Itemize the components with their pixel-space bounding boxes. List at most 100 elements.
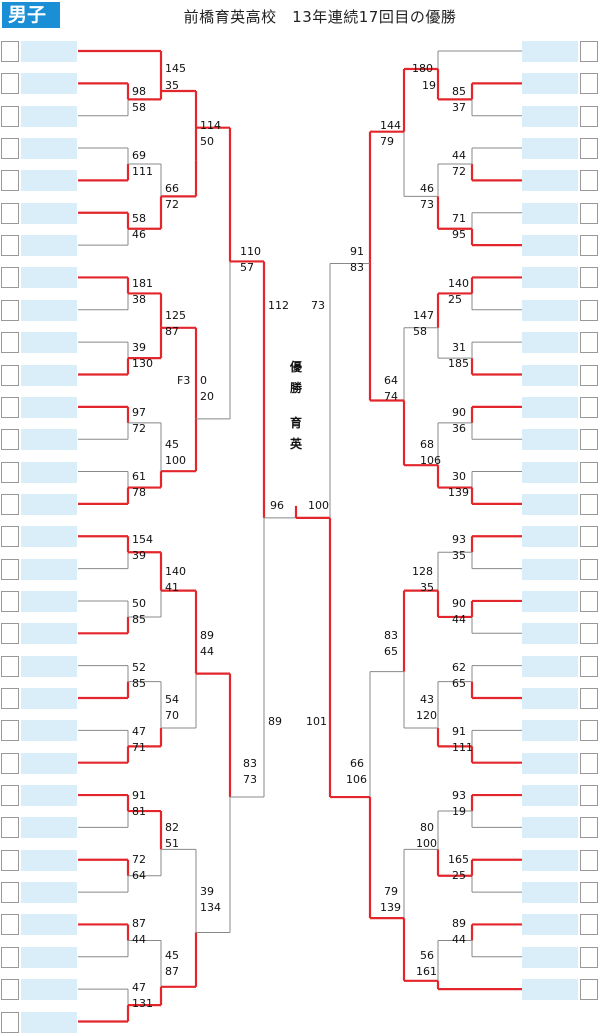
team-name-24	[21, 785, 77, 807]
team-seed-44	[580, 429, 598, 451]
score-label: 39	[200, 885, 214, 898]
score-label: 71	[452, 212, 466, 225]
team-seed-54	[580, 752, 598, 774]
team-name-29	[21, 946, 77, 968]
team-name-4	[21, 138, 77, 160]
score-label: 47	[132, 981, 146, 994]
team-name-3	[21, 105, 77, 127]
score-label: 110	[240, 245, 261, 258]
score-label: 82	[165, 821, 179, 834]
team-name-10	[21, 332, 77, 354]
score-label: 120	[416, 709, 437, 722]
team-seed-39	[580, 267, 598, 289]
score-label: 81	[132, 805, 146, 818]
team-name-18	[21, 590, 77, 612]
score-label: 57	[240, 261, 254, 274]
score-label: 134	[200, 901, 221, 914]
score-label: 46	[132, 228, 146, 241]
team-seed-15	[1, 493, 19, 515]
score-label: 87	[132, 917, 146, 930]
score-label: 161	[416, 965, 437, 978]
team-seed-12	[1, 396, 19, 418]
team-name-48	[522, 558, 578, 580]
team-seed-27	[1, 882, 19, 904]
score-label: 58	[132, 212, 146, 225]
champion-char-3: 育	[290, 416, 303, 430]
score-label: 74	[384, 390, 398, 403]
score-label: 35	[165, 79, 179, 92]
team-seed-9	[1, 299, 19, 321]
score-label: 45	[165, 438, 179, 451]
score-label: 65	[452, 677, 466, 690]
team-seed-19	[1, 623, 19, 645]
score-label: 65	[384, 645, 398, 658]
score-label: 44	[452, 149, 466, 162]
score-label: 30	[452, 470, 466, 483]
team-name-7	[21, 235, 77, 257]
team-seed-30	[1, 979, 19, 1001]
team-seed-20	[1, 655, 19, 677]
score-label: 140	[448, 277, 469, 290]
score-label: 100	[416, 837, 437, 850]
score-label: 100	[165, 454, 186, 467]
score-label: 100	[308, 499, 329, 512]
team-name-21	[21, 688, 77, 709]
score-label: 46	[420, 182, 434, 195]
score-label: 71	[132, 741, 146, 754]
team-name-60	[522, 946, 578, 968]
team-seed-55	[580, 785, 598, 807]
score-label: 36	[452, 422, 466, 435]
team-name-37	[522, 202, 578, 224]
team-seed-16	[1, 526, 19, 548]
team-seed-24	[1, 785, 19, 807]
score-label: 80	[420, 821, 434, 834]
team-name-40	[522, 299, 578, 321]
team-seed-41	[580, 332, 598, 354]
team-name-36	[522, 170, 578, 192]
score-label: 85	[132, 677, 146, 690]
team-name-16	[21, 526, 77, 548]
team-name-11	[21, 364, 77, 386]
score-label: 165	[448, 853, 469, 866]
team-seed-21	[1, 688, 19, 709]
team-name-42	[522, 364, 578, 386]
score-label: 85	[452, 85, 466, 98]
tournament-title: 前橋育英高校 13年連続17回目の優勝	[183, 8, 457, 26]
score-label: 145	[165, 62, 186, 75]
score-label: 37	[452, 101, 466, 114]
champion-char-2: 勝	[290, 381, 303, 395]
score-label: 73	[420, 198, 434, 211]
score-label: 64	[384, 374, 398, 387]
team-seed-35	[580, 138, 598, 160]
team-seed-31	[1, 1011, 19, 1033]
team-seed-37	[580, 202, 598, 224]
score-label: 39	[132, 341, 146, 354]
team-name-14	[21, 461, 77, 483]
team-name-2	[21, 73, 77, 95]
team-seed-3	[1, 105, 19, 127]
score-label: 98	[132, 85, 146, 98]
team-seed-51	[580, 655, 598, 677]
team-seed-14	[1, 461, 19, 483]
team-name-23	[21, 752, 77, 774]
team-name-5	[21, 170, 77, 192]
team-seed-59	[580, 914, 598, 936]
champion-char-4: 英	[290, 437, 303, 451]
team-seed-4	[1, 138, 19, 160]
team-name-44	[522, 429, 578, 451]
team-seed-56	[580, 817, 598, 839]
score-label: 68	[420, 438, 434, 451]
score-label: 112	[268, 299, 289, 312]
score-label: 106	[346, 773, 367, 786]
score-label: 144	[380, 119, 401, 132]
score-label: 128	[412, 565, 433, 578]
score-label: F3	[177, 374, 191, 387]
team-name-27	[21, 882, 77, 904]
score-label: 147	[413, 309, 434, 322]
score-label: 101	[306, 715, 327, 728]
score-label: 111	[452, 741, 473, 754]
team-seed-50	[580, 623, 598, 645]
team-name-34	[522, 105, 578, 127]
score-label: 64	[132, 869, 146, 882]
team-name-52	[522, 688, 578, 709]
